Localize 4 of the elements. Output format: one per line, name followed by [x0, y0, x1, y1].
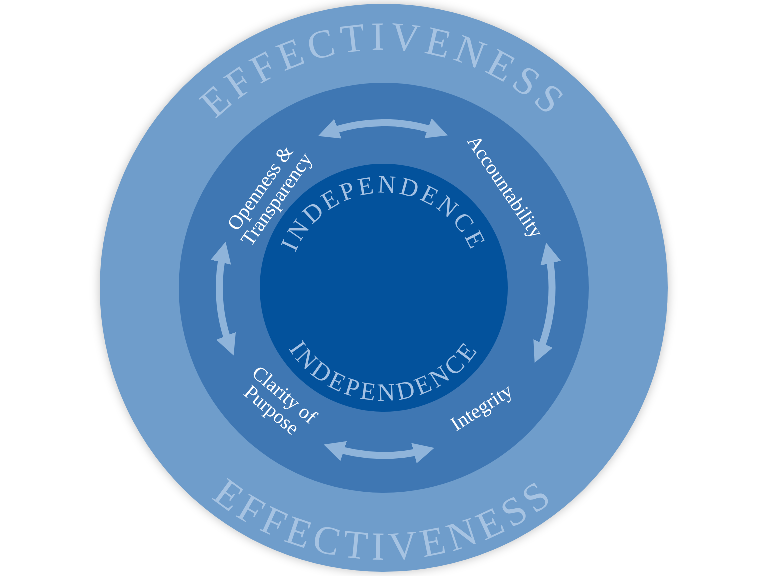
- double-arrow: [532, 242, 561, 364]
- double-arrow: [318, 119, 448, 140]
- double-arrow: [211, 242, 237, 356]
- double-arrow: [324, 440, 435, 463]
